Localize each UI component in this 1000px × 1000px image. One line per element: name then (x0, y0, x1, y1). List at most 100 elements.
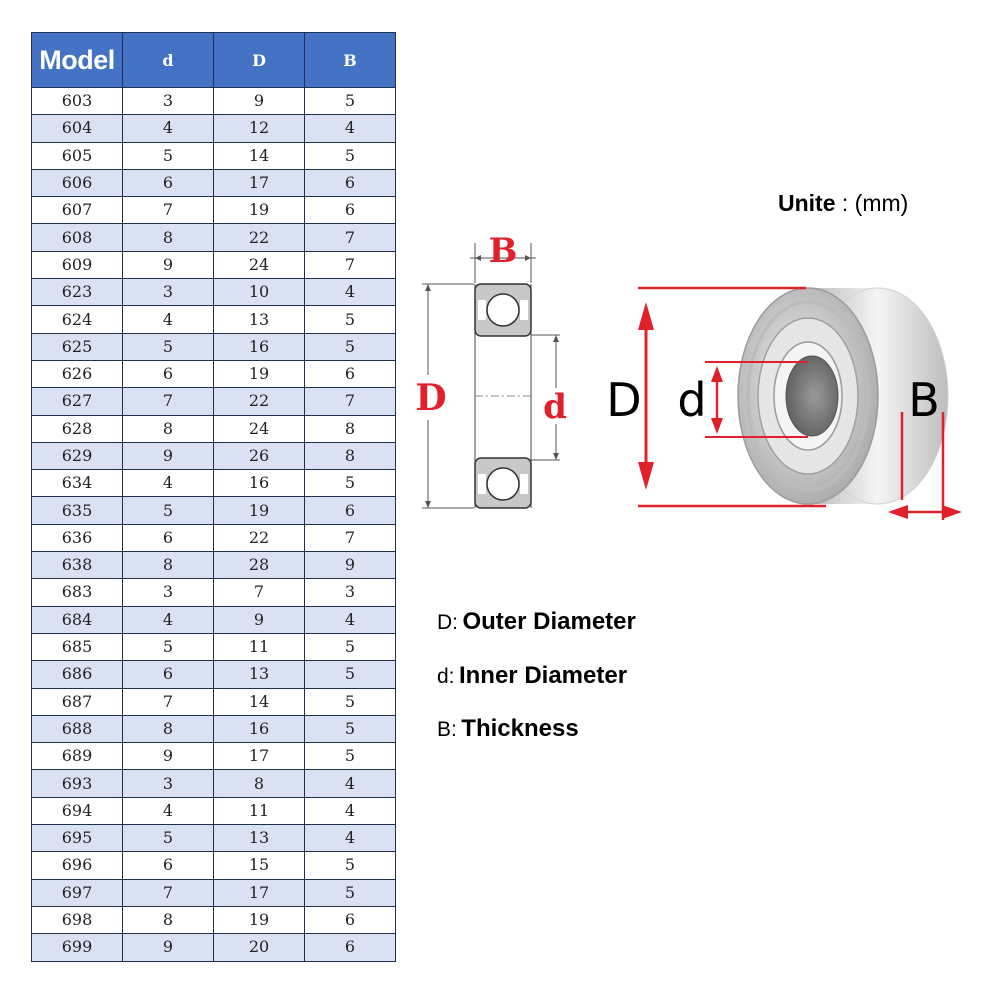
cell-thickness: 5 (304, 632, 396, 662)
legend-outer-desc: Outer Diameter (462, 608, 636, 635)
cell-thickness: 4 (304, 114, 396, 143)
cell-inner-diameter: 6 (122, 660, 214, 689)
cell-outer-diameter: 11 (213, 796, 305, 826)
cell-thickness: 4 (304, 605, 396, 634)
cell-outer-diameter: 24 (213, 250, 305, 280)
cell-outer-diameter: 11 (213, 632, 305, 662)
cell-model: 625 (31, 332, 123, 361)
cell-inner-diameter: 4 (122, 796, 214, 826)
cross-section-outer-label: D (415, 377, 446, 419)
d-outer-arrow-bottom-icon (425, 501, 431, 508)
cell-outer-diameter: 17 (213, 168, 305, 198)
cell-inner-diameter: 4 (122, 305, 214, 334)
cell-thickness: 5 (304, 714, 396, 744)
cross-section-inner-label: d (543, 387, 567, 427)
d-inner-arrow-bottom-icon (553, 453, 559, 460)
cell-outer-diameter: 22 (213, 523, 305, 553)
cell-outer-diameter: 13 (213, 660, 305, 689)
cell-thickness: 6 (304, 359, 396, 389)
cell-model: 695 (31, 824, 123, 853)
cell-inner-diameter: 8 (122, 414, 214, 443)
unit-label: Unite : (mm) (778, 190, 908, 217)
cell-model: 689 (31, 742, 123, 771)
cell-outer-diameter: 14 (213, 141, 305, 170)
cell-outer-diameter: 13 (213, 824, 305, 853)
cell-inner-diameter: 8 (122, 551, 214, 580)
cell-model: 624 (31, 305, 123, 334)
cell-inner-diameter: 5 (122, 632, 214, 662)
cell-inner-diameter: 3 (122, 769, 214, 798)
photo-outer-diameter-label: D (606, 373, 641, 427)
outer-diameter-arrow-up-icon (638, 302, 654, 330)
cell-model: 687 (31, 687, 123, 716)
cell-thickness: 6 (304, 168, 396, 198)
cell-thickness: 6 (304, 933, 396, 962)
cell-model: 604 (31, 114, 123, 143)
legend-inner-desc: Inner Diameter (458, 662, 628, 689)
cell-thickness: 8 (304, 441, 396, 471)
cell-outer-diameter: 9 (213, 86, 305, 116)
unit-label-key: Unite (778, 190, 836, 216)
column-header-thickness: B (304, 32, 396, 88)
cell-inner-diameter: 7 (122, 196, 214, 225)
cell-inner-diameter: 4 (122, 605, 214, 634)
cell-model: 635 (31, 496, 123, 525)
inner-diameter-arrow-up-icon (711, 366, 723, 382)
cell-model: 603 (31, 86, 123, 116)
cell-outer-diameter: 16 (213, 469, 305, 498)
cell-outer-diameter: 24 (213, 414, 305, 443)
cell-model: 688 (31, 714, 123, 744)
bearing-photo-diagram: D d B (606, 286, 962, 520)
cell-thickness: 4 (304, 769, 396, 798)
inner-diameter-arrow-down-icon (711, 418, 723, 434)
top-race-section (474, 283, 532, 337)
cell-thickness: 5 (304, 332, 396, 361)
cell-thickness: 4 (304, 278, 396, 307)
cell-outer-diameter: 14 (213, 687, 305, 716)
cell-model: 605 (31, 141, 123, 170)
cell-inner-diameter: 3 (122, 278, 214, 307)
cell-thickness: 6 (304, 905, 396, 935)
b-arrow-right-icon (525, 255, 531, 261)
cell-inner-diameter: 5 (122, 824, 214, 853)
legend-thickness-key: B: (437, 718, 457, 741)
cell-model: 699 (31, 933, 123, 962)
cell-inner-diameter: 6 (122, 168, 214, 198)
cell-model: 697 (31, 878, 123, 907)
cross-section-b-label: B (489, 231, 518, 271)
cell-thickness: 3 (304, 578, 396, 607)
cell-model: 693 (31, 769, 123, 798)
bottom-race-section (474, 457, 532, 509)
table-header-row: Model d D B (31, 32, 396, 88)
cell-inner-diameter: 9 (122, 933, 214, 962)
cell-inner-diameter: 6 (122, 523, 214, 553)
cell-inner-diameter: 8 (122, 714, 214, 744)
cell-model: 609 (31, 250, 123, 280)
cell-inner-diameter: 5 (122, 332, 214, 361)
cell-model: 638 (31, 551, 123, 580)
cell-thickness: 5 (304, 878, 396, 907)
cell-outer-diameter: 28 (213, 551, 305, 580)
cell-thickness: 5 (304, 742, 396, 771)
cell-outer-diameter: 26 (213, 441, 305, 471)
cell-outer-diameter: 8 (213, 769, 305, 798)
cell-inner-diameter: 6 (122, 359, 214, 389)
legend-inner-diameter: d: Inner Diameter (437, 662, 627, 690)
cell-model: 685 (31, 632, 123, 662)
cell-outer-diameter: 19 (213, 905, 305, 935)
